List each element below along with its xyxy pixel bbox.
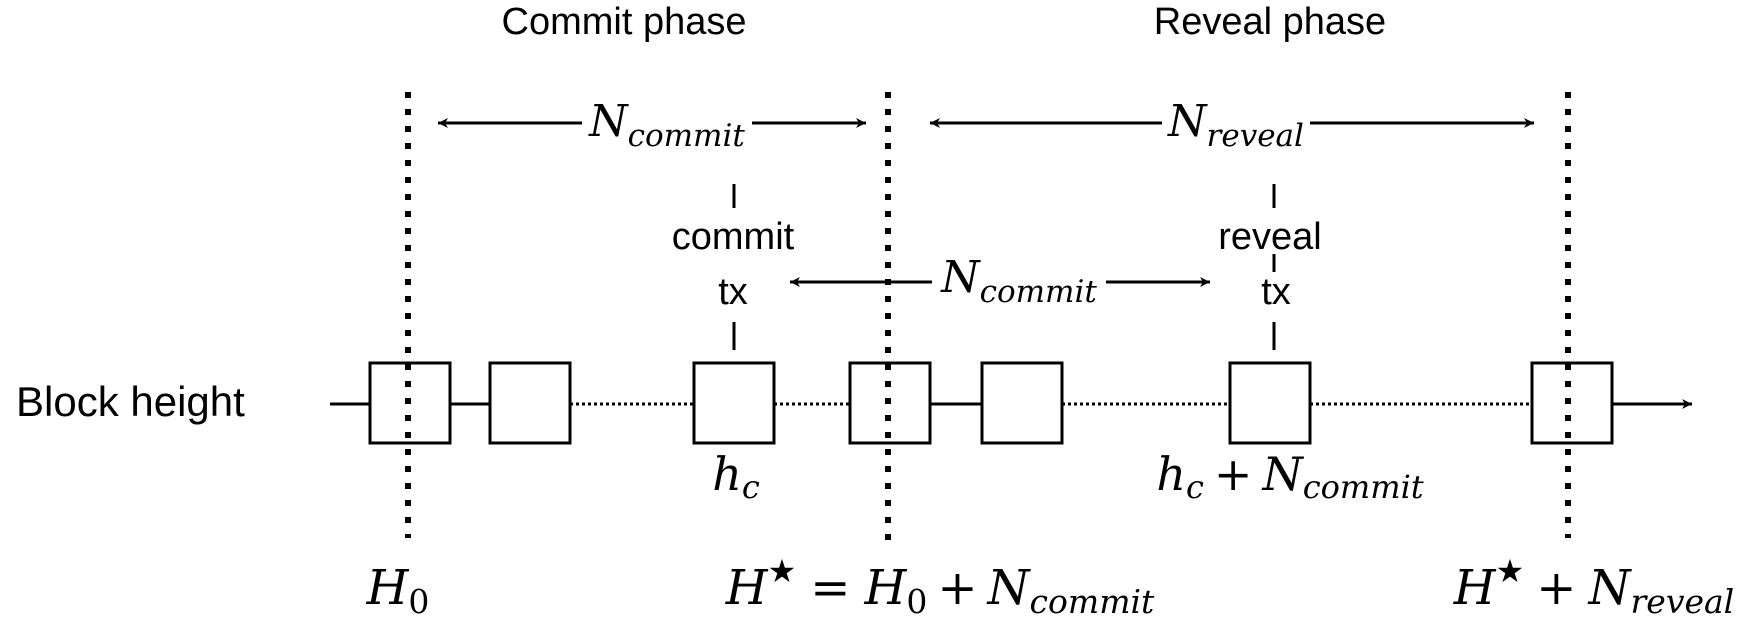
h0-sub: 0 xyxy=(408,582,429,621)
h0-label: H0 xyxy=(366,560,430,621)
h-c-plus-n-commit-label: hc +Ncommit xyxy=(1156,447,1423,506)
h-c-sub: c xyxy=(742,468,760,506)
h-star-base: H xyxy=(725,560,769,616)
n-commit-top-label: Ncommit xyxy=(588,96,745,154)
commit-tx-line2: tx xyxy=(718,271,748,313)
commit-tx-line1: commit xyxy=(672,216,795,258)
h-c-label: hc xyxy=(712,447,760,506)
h-star-eq: = xyxy=(810,560,850,616)
n-commit-middle-sub: commit xyxy=(980,274,1098,310)
h0-base: H xyxy=(366,560,410,616)
h-star-n-sub: commit xyxy=(1030,582,1155,621)
hsr-base: H xyxy=(1453,560,1497,616)
hcn-h-base: h xyxy=(1156,447,1186,501)
tx-markers xyxy=(732,184,1276,350)
reveal-tx-line1: reveal xyxy=(1218,216,1322,258)
hsr-plus: + xyxy=(1536,560,1576,616)
block-2 xyxy=(488,361,572,445)
n-commit-middle-label: Ncommit xyxy=(940,252,1097,310)
h-star-equation: H★=H0+Ncommit xyxy=(725,552,1155,621)
n-reveal-top-base: N xyxy=(1167,96,1208,147)
block-reveal xyxy=(1228,361,1312,445)
h-c-base: h xyxy=(712,447,742,501)
n-commit-middle-base: N xyxy=(940,252,981,303)
h-star-rhs-base: H xyxy=(863,560,907,616)
reveal-tx-line2: tx xyxy=(1261,271,1291,313)
h-star-plus: + xyxy=(937,560,977,616)
hcn-plus: + xyxy=(1214,447,1253,501)
block-height-label: Block height xyxy=(16,378,245,425)
h-star-plus-n-reveal-label: H★ +Nreveal xyxy=(1453,552,1734,621)
h-star-n-base: N xyxy=(987,560,1032,616)
h-star-rhs-sub: 0 xyxy=(906,582,927,621)
blocks xyxy=(368,361,1614,445)
phase-boundaries xyxy=(405,92,1571,540)
n-reveal-top-label: Nreveal xyxy=(1167,96,1304,154)
n-commit-top-sub: commit xyxy=(628,118,746,154)
block-5 xyxy=(980,361,1064,445)
span-arrows xyxy=(438,118,1534,287)
hsr-n-sub: reveal xyxy=(1631,582,1735,621)
block-h-star xyxy=(848,361,932,445)
commit-phase-heading: Commit phase xyxy=(502,1,747,43)
hcn-n-sub: commit xyxy=(1303,468,1424,506)
hsr-sup: ★ xyxy=(1496,552,1525,590)
reveal-phase-heading: Reveal phase xyxy=(1154,1,1386,43)
block-1 xyxy=(368,361,452,445)
block-last xyxy=(1530,361,1614,445)
n-commit-top-base: N xyxy=(588,96,629,147)
hcn-h-sub: c xyxy=(1186,468,1204,506)
hsr-n-base: N xyxy=(1588,560,1633,616)
h-star-sup: ★ xyxy=(768,552,797,590)
hcn-n-base: N xyxy=(1261,447,1304,501)
n-reveal-top-sub: reveal xyxy=(1207,118,1304,154)
block-commit xyxy=(692,361,776,445)
